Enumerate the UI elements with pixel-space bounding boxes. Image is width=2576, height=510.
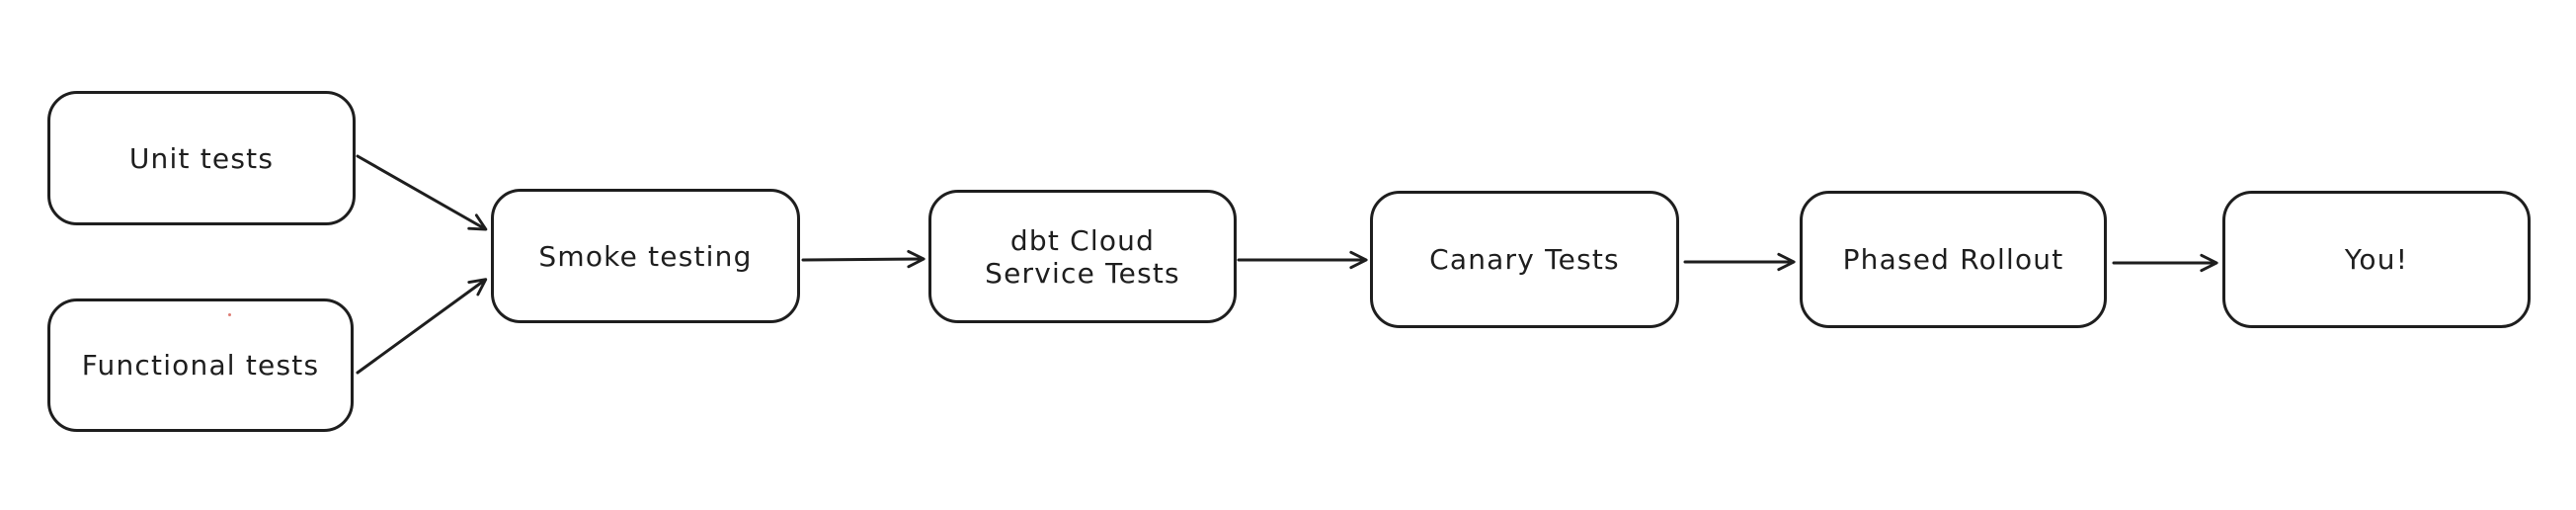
edge-functional-tests-to-smoke-testing bbox=[356, 278, 488, 375]
node-canary-tests: Canary Tests bbox=[1370, 191, 1679, 328]
node-you: You! bbox=[2222, 191, 2531, 328]
node-label-line-1: dbt Cloud bbox=[1009, 223, 1156, 257]
node-label: dbt Cloud Service Tests bbox=[985, 224, 1180, 290]
node-label: Canary Tests bbox=[1429, 243, 1620, 276]
node-label: Smoke testing bbox=[538, 239, 753, 273]
edge-smoke-testing-to-dbt-cloud-service-tests bbox=[801, 249, 926, 269]
edge-unit-tests-to-smoke-testing bbox=[356, 154, 488, 231]
node-label: Functional tests bbox=[81, 349, 320, 382]
node-label-line-2: Service Tests bbox=[985, 256, 1180, 290]
stray-red-dot bbox=[228, 313, 231, 316]
node-functional-tests: Functional tests bbox=[47, 298, 354, 432]
node-label: You! bbox=[2344, 243, 2409, 276]
node-phased-rollout: Phased Rollout bbox=[1800, 191, 2107, 328]
node-dbt-cloud-service-tests: dbt Cloud Service Tests bbox=[928, 190, 1237, 323]
node-label: Unit tests bbox=[128, 141, 275, 175]
node-smoke-testing: Smoke testing bbox=[491, 189, 800, 323]
node-label: Phased Rollout bbox=[1842, 243, 2064, 276]
node-unit-tests: Unit tests bbox=[47, 91, 356, 225]
